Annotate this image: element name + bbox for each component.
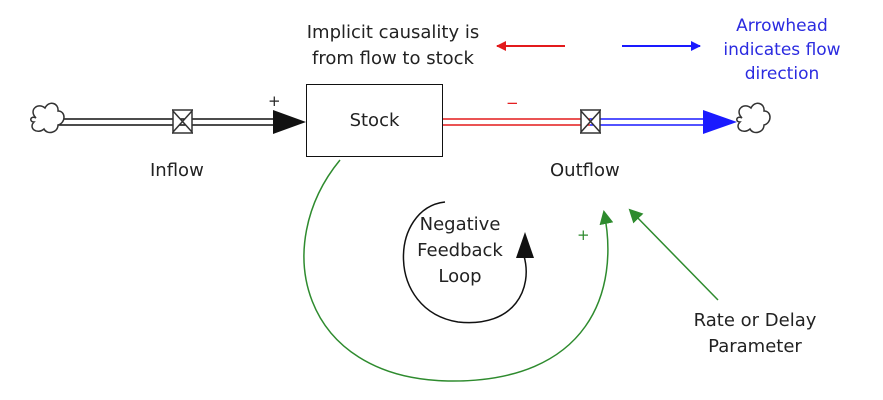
outflow-valve-icon bbox=[580, 109, 601, 134]
inflow-polarity: + bbox=[268, 92, 281, 110]
causality-note: Implicit causality is from flow to stock bbox=[303, 20, 483, 72]
cloud-source-icon bbox=[30, 102, 65, 134]
loop-label: Negative Feedback Loop bbox=[410, 212, 510, 290]
loop-label-line-2: Feedback bbox=[417, 240, 503, 261]
direction-note: Arrowhead indicates flow direction bbox=[707, 14, 857, 86]
direction-note-line-2: indicates flow bbox=[723, 40, 841, 60]
loop-label-line-3: Loop bbox=[438, 266, 482, 287]
feedback-loop-arc bbox=[402, 201, 527, 324]
direction-note-line-3: direction bbox=[744, 64, 820, 84]
inflow-label: Inflow bbox=[150, 160, 204, 181]
inflow-valve-icon bbox=[172, 109, 193, 134]
parameter-label[interactable]: Rate or Delay Parameter bbox=[680, 308, 830, 360]
parameter-to-outflow-link bbox=[628, 208, 719, 301]
link-polarity: + bbox=[577, 226, 590, 244]
stock-label: Stock bbox=[349, 110, 400, 131]
cloud-sink-icon bbox=[736, 102, 771, 134]
outflow-label: Outflow bbox=[550, 160, 620, 181]
causality-note-line-1: Implicit causality is bbox=[306, 22, 480, 43]
inflow-arrowhead-icon bbox=[273, 110, 306, 134]
outflow-polarity: − bbox=[506, 94, 519, 112]
loop-label-line-1: Negative bbox=[419, 214, 501, 235]
parameter-label-line-1: Rate or Delay bbox=[693, 310, 817, 331]
inflow-pipe bbox=[58, 110, 306, 134]
stock-box[interactable]: Stock bbox=[306, 84, 443, 157]
stock-to-outflow-link bbox=[303, 159, 614, 382]
loop-arrowhead-icon bbox=[516, 232, 534, 258]
outflow-arrowhead-icon bbox=[703, 110, 737, 134]
parameter-label-line-2: Parameter bbox=[708, 336, 802, 357]
outflow-pipe bbox=[443, 110, 737, 134]
causality-note-line-2: from flow to stock bbox=[312, 48, 474, 69]
direction-note-line-1: Arrowhead bbox=[736, 16, 828, 36]
